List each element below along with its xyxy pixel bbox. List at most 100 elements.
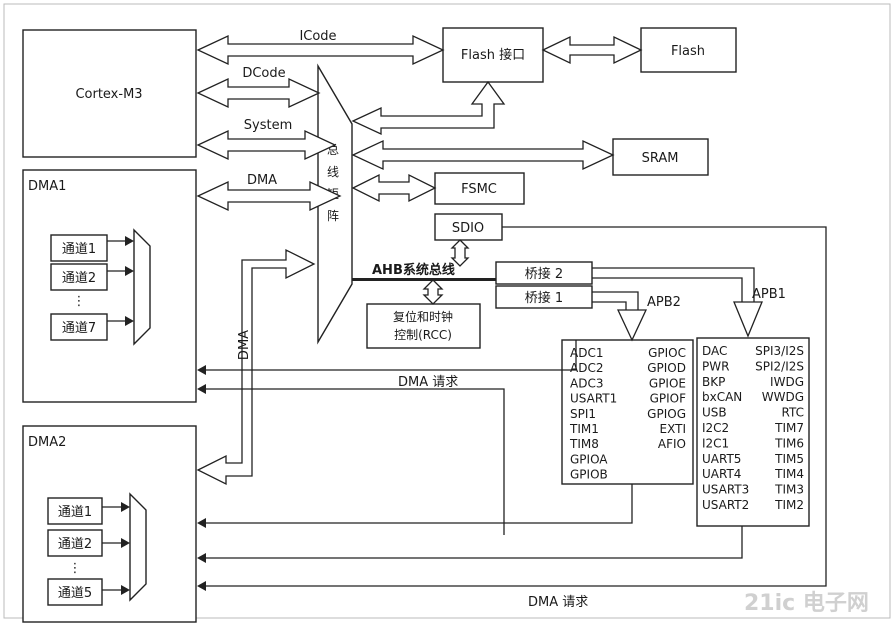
peripheral-label: USART3 (702, 483, 749, 497)
rcc-box (366, 303, 481, 349)
flash-label: Flash (671, 44, 705, 59)
apb1-bus-path-inner (592, 277, 743, 302)
cortex-m3-label: Cortex-M3 (75, 87, 142, 102)
peripheral-label: bxCAN (702, 390, 742, 404)
dma2-request-line-apb2 (206, 484, 633, 524)
dma2-channel-2-label: 通道2 (58, 537, 92, 552)
apb2-peripheral-box (561, 339, 694, 485)
dma1-channel-7-box (50, 313, 108, 341)
dma2-channel-5-label: 通道5 (58, 586, 92, 601)
peripheral-label: DAC (702, 344, 727, 358)
peripheral-label: TIM2 (774, 498, 804, 512)
sdio-box (434, 213, 503, 241)
bridge2-box (495, 261, 593, 285)
outer-frame (3, 3, 891, 619)
peripheral-label: IWDG (770, 375, 804, 389)
dma2-channel-1-box (47, 497, 103, 525)
bridge1-label: 桥接 1 (525, 290, 563, 306)
apb2-bus-path (592, 291, 639, 310)
sdio-label: SDIO (452, 221, 484, 236)
dma1-channel-2-box (50, 263, 108, 291)
dma2-channel-1-label: 通道1 (58, 505, 92, 520)
watermark-logo: 21ic 电子网 (744, 591, 869, 616)
peripheral-label: GPIOG (647, 407, 686, 421)
ahb-bus-line (352, 278, 496, 281)
dma1-request-line-apb1 (206, 388, 505, 535)
svg-text:阵: 阵 (327, 209, 339, 223)
dma2-request-line-sdio (206, 226, 827, 587)
fsmc-label: FSMC (461, 182, 497, 197)
peripheral-label: BKP (702, 375, 725, 389)
apb1-arrowhead (733, 301, 763, 338)
dma2-channel-5-box (47, 578, 103, 606)
peripheral-label: TIM4 (774, 467, 804, 481)
peripheral-label: TIM3 (774, 483, 804, 497)
sram-label: SRAM (642, 151, 679, 166)
dma1-channel-1-box (50, 234, 108, 262)
matrix-fsmc-arrow (351, 173, 437, 203)
ahb-label: AHB系统总线 (372, 262, 455, 278)
dma2-bus-arrow (196, 248, 316, 486)
dma2-mux (129, 492, 147, 602)
peripheral-label: UART5 (702, 452, 741, 466)
rcc-label-line1: 复位和时钟 (393, 309, 453, 324)
peripheral-label: USB (702, 406, 727, 420)
peripheral-label: USART2 (702, 498, 749, 512)
peripheral-label: I2C2 (702, 421, 729, 435)
flash-interface-box (442, 27, 544, 83)
peripheral-label: GPIOE (649, 376, 686, 390)
peripheral-label: GPIOB (570, 468, 608, 482)
peripheral-label: GPIOF (650, 392, 687, 406)
dma1-request-label: DMA 请求 (398, 375, 458, 390)
peripheral-label: ADC2 (570, 361, 603, 375)
apb1-bus-path (592, 267, 755, 302)
svg-text:线: 线 (327, 165, 339, 179)
cortex-m3-box (22, 29, 197, 158)
bridge1-box (495, 285, 593, 309)
bridge2-label: 桥接 2 (525, 266, 563, 282)
apb2-label: APB2 (647, 295, 681, 310)
dcode-label: DCode (242, 66, 285, 81)
matrix-flash-arrow (351, 80, 506, 136)
dma1-channel-2-label: 通道2 (62, 271, 96, 286)
peripheral-label: GPIOD (647, 361, 686, 375)
apb1-peripheral-list-right: SPI3/I2SSPI2/I2SIWDGWWDGRTCTIM7TIM6TIM5T… (755, 344, 804, 512)
dma1-request-arrowhead-2 (197, 384, 206, 394)
dma1-channel-dots: ⋮ (73, 294, 86, 309)
dma1-channel-7-label: 通道7 (62, 321, 96, 336)
dma2-request-label: DMA 请求 (528, 595, 588, 610)
peripheral-label: UART4 (702, 467, 741, 481)
apb2-arrowhead (616, 309, 648, 342)
dma1-request-arrowhead-1 (197, 365, 206, 375)
icode-label: ICode (299, 29, 336, 44)
dma2-channel-arrows (102, 502, 130, 595)
system-label: System (244, 118, 292, 133)
dma1-box (22, 169, 197, 403)
bus-matrix (317, 63, 353, 345)
peripheral-label: SPI2/I2S (755, 359, 804, 373)
apb2-bus-path-inner (592, 301, 627, 310)
peripheral-label: ADC1 (570, 346, 603, 360)
peripheral-label: SPI1 (570, 407, 596, 421)
dma1-channel-1-label: 通道1 (62, 242, 96, 257)
peripheral-label: GPIOA (570, 452, 608, 466)
peripheral-label: TIM6 (774, 436, 804, 450)
peripheral-label: USART1 (570, 392, 617, 406)
peripheral-label: PWR (702, 359, 729, 373)
dma2-request-arrowhead-2 (197, 553, 206, 563)
icode-bus-arrow (196, 34, 445, 66)
peripheral-label: I2C1 (702, 436, 729, 450)
dma2-title: DMA2 (28, 435, 66, 450)
peripheral-label: SPI3/I2S (755, 344, 804, 358)
peripheral-label: RTC (782, 406, 804, 420)
dma1-mux (133, 228, 151, 346)
peripheral-label: AFIO (658, 437, 686, 451)
rcc-ahb-arrow (422, 279, 444, 305)
peripheral-label: TIM7 (774, 421, 804, 435)
dma1-request-line-apb2 (206, 340, 577, 371)
apb1-peripheral-box (696, 337, 810, 527)
dma-bus-label: DMA (247, 173, 277, 188)
matrix-sram-arrow (351, 139, 615, 171)
dma2-channel-dots: ⋮ (69, 561, 82, 576)
